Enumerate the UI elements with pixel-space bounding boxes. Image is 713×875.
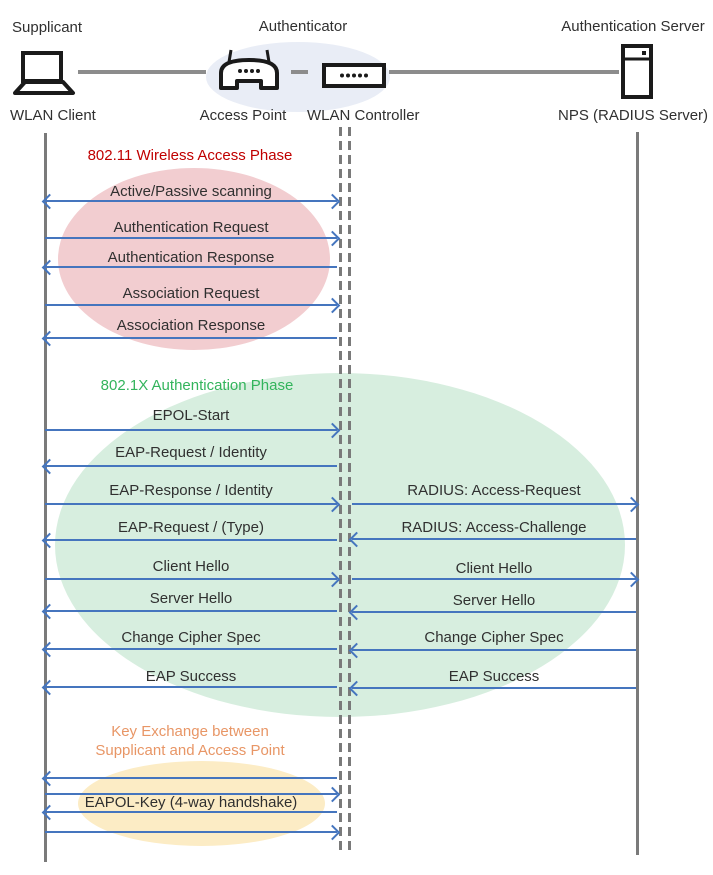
message-arrow-right (45, 297, 341, 314)
role-label-authenticator: Authenticator (258, 18, 348, 35)
message-label: EAP-Response / Identity (109, 482, 273, 499)
message-label: EPOL-Start (152, 407, 230, 424)
message-label: EAP-Request / Identity (115, 444, 267, 461)
lifeline-wlan-controller-left (339, 127, 342, 853)
device-label-wlan-controller: WLAN Controller (307, 107, 420, 124)
device-label-nps: NPS (RADIUS Server) (558, 107, 709, 124)
message-arrow-left (41, 770, 337, 787)
phase-title-key-exchange-line1: Key Exchange between (111, 723, 269, 740)
arrowhead-right (324, 824, 341, 841)
message-label: Active/Passive scanning (110, 183, 272, 200)
message-arrow-left (348, 604, 636, 621)
message-arrow-left (41, 259, 337, 276)
message-label: RADIUS: Access-Request (407, 482, 581, 499)
wireless-access-phase-ellipse (58, 168, 330, 350)
message-arrow-right (352, 571, 640, 588)
message-label: EAP Success (145, 668, 237, 685)
message-label: EAP-Request / (Type) (118, 519, 264, 536)
message-arrow-left (41, 458, 337, 475)
device-label-access-point: Access Point (199, 107, 287, 124)
device-label-wlan-client: WLAN Client (10, 107, 96, 124)
phase-title-wireless-access: 802.11 Wireless Access Phase (87, 147, 293, 164)
message-label: Change Cipher Spec (121, 629, 261, 646)
message-label: EAP Success (448, 668, 540, 685)
message-label: Change Cipher Spec (424, 629, 564, 646)
link-controller-to-server (389, 70, 619, 74)
message-arrow-right (352, 496, 640, 513)
message-arrow-right (45, 496, 341, 513)
message-arrow-left (41, 679, 337, 696)
message-label: Server Hello (452, 592, 536, 609)
phase-title-dot1x-authentication: 802.1X Authentication Phase (100, 377, 294, 394)
message-label: EAPOL-Key (4-way handshake) (84, 794, 298, 811)
message-arrow-left (41, 603, 337, 620)
message-label: Association Request (122, 285, 260, 302)
message-label: RADIUS: Access-Challenge (401, 519, 587, 536)
link-ap-to-controller (291, 70, 308, 74)
lifeline-nps (636, 132, 639, 855)
lifeline-wlan-client (44, 133, 47, 862)
message-arrow-left (348, 680, 636, 697)
message-label: Client Hello (455, 560, 533, 577)
message-arrow-left (41, 532, 337, 549)
message-arrow-left (41, 641, 337, 658)
message-arrow-right (45, 571, 341, 588)
role-label-authentication-server: Authentication Server (561, 18, 705, 35)
phase-title-key-exchange-line2: Supplicant and Access Point (95, 742, 285, 759)
link-client-to-ap (78, 70, 206, 74)
phase-title-key-exchange: Key Exchange between Supplicant and Acce… (80, 722, 300, 760)
server-icon (621, 44, 653, 99)
message-arrow-right (45, 422, 341, 439)
message-arrow-right (45, 786, 341, 803)
lifeline-wlan-controller-right (348, 127, 351, 853)
role-label-supplicant: Supplicant (12, 19, 83, 36)
wlan-controller-icon (322, 63, 386, 88)
message-label: Authentication Response (107, 249, 275, 266)
message-label: Authentication Request (113, 219, 269, 236)
message-arrow-both (41, 193, 341, 210)
message-arrow-left (41, 804, 337, 821)
message-label: Client Hello (152, 558, 230, 575)
message-arrow-left (348, 531, 636, 548)
laptop-icon (12, 50, 76, 97)
access-point-icon (216, 48, 282, 92)
message-label: Association Response (116, 317, 266, 334)
message-arrow-left (348, 642, 636, 659)
message-arrow-left (41, 330, 337, 347)
message-arrow-right (45, 230, 341, 247)
message-label: Server Hello (149, 590, 233, 607)
message-arrow-right (45, 824, 341, 841)
